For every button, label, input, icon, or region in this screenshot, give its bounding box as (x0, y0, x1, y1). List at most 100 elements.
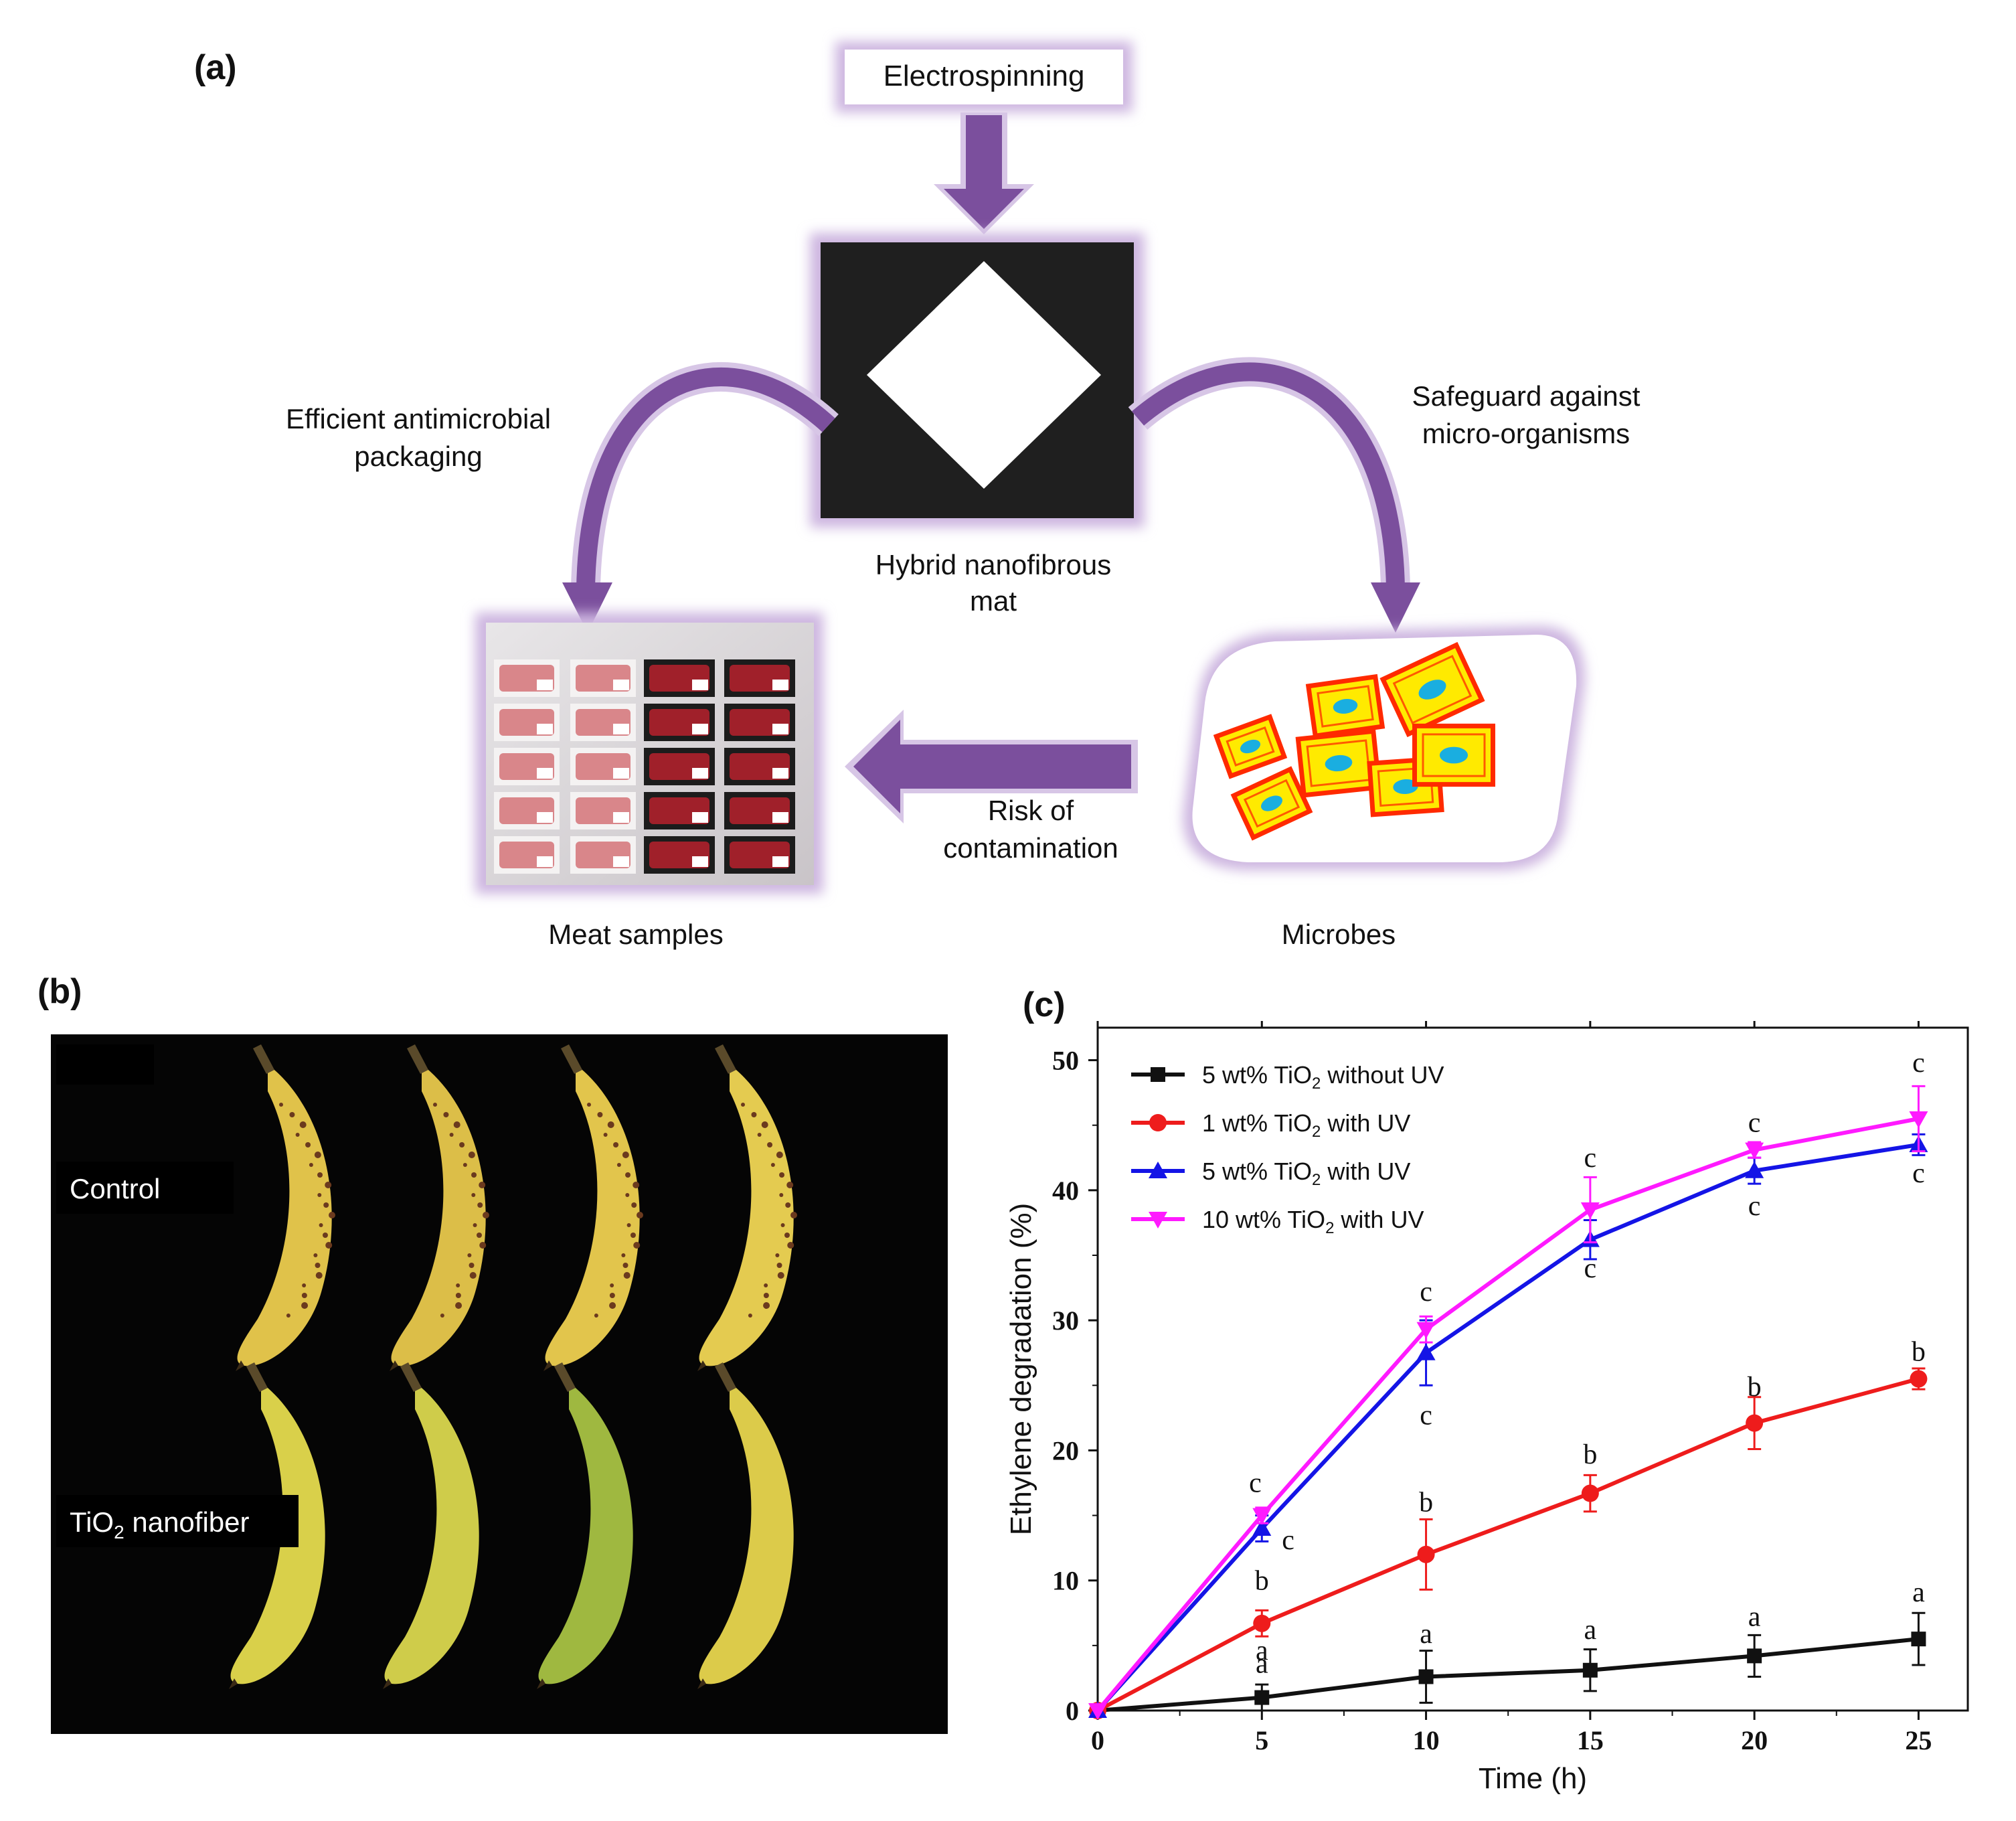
legend-marker (1151, 1067, 1165, 1082)
data-point (1253, 1614, 1271, 1632)
banana-spot (621, 1253, 626, 1257)
data-point (1252, 1519, 1272, 1536)
panel-c-label: (c) (1023, 985, 1066, 1024)
legend-label: 5 wt% TiO2 with UV (1202, 1158, 1410, 1189)
legend-label: 1 wt% TiO2 with UV (1202, 1109, 1410, 1141)
meat-label (613, 724, 629, 734)
significance-letter: a (1256, 1649, 1268, 1680)
series-group (1089, 1367, 1928, 1719)
banana-spot (777, 1272, 784, 1279)
microbe-nucleus (1240, 739, 1261, 754)
x-tick-label: 25 (1905, 1725, 1932, 1755)
significance-letter: b (1912, 1336, 1926, 1367)
significance-letter: a (1584, 1615, 1597, 1646)
data-point (1581, 1484, 1599, 1502)
electrospinning-box: Electrospinning (835, 42, 1132, 112)
series-line (1096, 1117, 1919, 1712)
banana-spot (433, 1103, 437, 1107)
banana-stem (715, 1362, 736, 1392)
banana-spot (622, 1263, 628, 1268)
data-point (1747, 1648, 1762, 1664)
banana-spot (317, 1193, 322, 1197)
banana-spot (757, 1133, 762, 1137)
banana-body (384, 1382, 479, 1684)
banana-spot (323, 1202, 329, 1208)
nanofibrous-mat-image (810, 233, 1145, 528)
legend-label-part: 5 wt% TiO (1202, 1158, 1312, 1185)
banana-spot (317, 1172, 323, 1178)
microbe-nucleus (1325, 755, 1353, 772)
banana-stem (253, 1044, 274, 1074)
right-arrow-label-line1: Safeguard against (1412, 380, 1641, 412)
data-point (1745, 1161, 1764, 1178)
banana-spot (315, 1263, 321, 1268)
y-tick-label: 20 (1052, 1435, 1079, 1466)
banana-spot (289, 1112, 295, 1117)
banana-stem (561, 1044, 582, 1074)
plot-frame (1096, 1026, 1969, 1712)
data-point (1417, 1545, 1435, 1563)
right-curved-arrow (1128, 357, 1420, 633)
microbe-nucleus (1418, 680, 1446, 700)
banana-spot (587, 1103, 591, 1107)
microbe-cell (1213, 714, 1288, 779)
banana (236, 1044, 335, 1371)
redacted-box (56, 1044, 154, 1085)
banana-spot (479, 1182, 486, 1188)
series-line (1096, 1142, 1919, 1713)
banana-spot (764, 1283, 768, 1287)
microbe-membrane (1392, 655, 1473, 724)
meat-label (537, 680, 553, 690)
banana-spot (775, 1253, 780, 1257)
x-tick-label: 5 (1255, 1725, 1268, 1755)
meat-label (537, 812, 553, 823)
banana-spot (787, 1242, 794, 1249)
meat-label (772, 768, 788, 779)
control-label: Control (70, 1173, 160, 1204)
banana (697, 1044, 797, 1371)
banana-spot (305, 1142, 311, 1147)
legend-label-part: with UV (1321, 1109, 1410, 1137)
microbe-cell (1412, 723, 1495, 787)
tio2-label-bg (56, 1495, 299, 1547)
meat-label (613, 768, 629, 779)
meat-label (537, 768, 553, 779)
tio2-label-prefix: TiO (70, 1506, 114, 1538)
y-tick-label: 40 (1052, 1176, 1079, 1206)
banana-spot (309, 1163, 313, 1167)
x-axis-label: Time (h) (1479, 1762, 1587, 1795)
series-line (1096, 1376, 1920, 1713)
legend-marker (1149, 1212, 1167, 1229)
bottom-arrow-label-line2: contamination (943, 832, 1118, 864)
legend-label-part: 10 wt% TiO (1202, 1206, 1325, 1233)
banana-tip (537, 1678, 545, 1689)
banana-spot (456, 1283, 460, 1287)
meat-label (692, 680, 708, 690)
banana-spot (633, 1242, 641, 1249)
banana-spot (751, 1112, 757, 1117)
banana-spot (784, 1233, 790, 1238)
significance-letter: a (1256, 1636, 1268, 1666)
microbe-membrane (1226, 726, 1275, 767)
banana-spot (313, 1253, 318, 1257)
banana-spot (594, 1314, 598, 1318)
banana (383, 1362, 479, 1689)
significance-letter: b (1255, 1565, 1269, 1596)
banana-spot (609, 1302, 616, 1309)
banana-spot (748, 1314, 752, 1318)
banana-spot (597, 1112, 603, 1117)
bottom-arrow-label-line1: Risk of (988, 795, 1074, 826)
significance-letter: b (1748, 1372, 1762, 1403)
nanofibrous-mat-sample (867, 261, 1101, 489)
legend-label-part: with UV (1334, 1206, 1424, 1233)
banana-spot (741, 1103, 745, 1107)
banana-spot (469, 1272, 477, 1279)
data-point (1252, 1508, 1272, 1525)
meat-samples-image (475, 613, 823, 894)
banana-tip (697, 1678, 706, 1689)
meat-caption: Meat samples (548, 919, 723, 950)
banana (390, 1044, 489, 1371)
left-curved-arrow (562, 362, 839, 633)
banana-body (538, 1382, 633, 1684)
